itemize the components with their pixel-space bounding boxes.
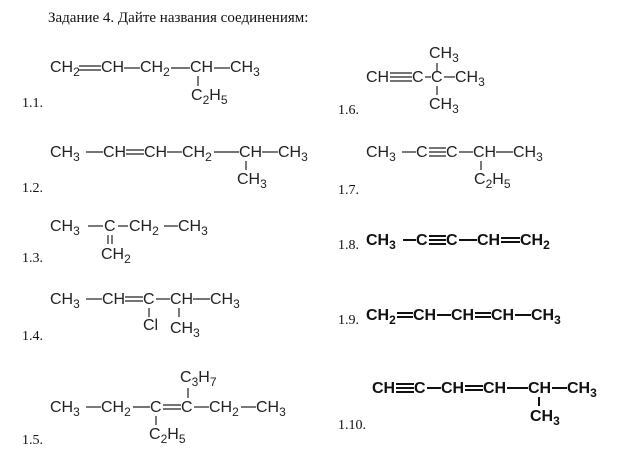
item-number-1-10: 1.10. [338,418,366,433]
svg-text:C: C [446,232,458,249]
svg-text:CH: CH [477,232,500,249]
svg-text:C2H5: C2H5 [191,87,228,107]
svg-text:CH: CH [190,59,213,76]
item-number-1-4: 1.4. [22,329,43,344]
svg-text:CH2: CH2 [366,307,396,327]
formula-1-8: CH3 C C CH CH2 [366,232,550,252]
svg-text:CH3: CH3 [237,171,267,191]
svg-text:CH3: CH3 [278,144,308,164]
svg-text:CH3: CH3 [210,291,240,311]
svg-text:CH3: CH3 [256,399,286,419]
svg-text:CH2: CH2 [129,218,159,238]
svg-text:C2H5: C2H5 [474,171,511,191]
svg-text:C: C [104,218,116,235]
svg-text:CH: CH [103,144,126,161]
svg-text:CH: CH [483,380,506,397]
formula-1-2: CH3 CH CH CH2 CH CH3 CH3 [50,144,308,191]
svg-text:C: C [446,144,458,161]
svg-text:CH3: CH3 [50,399,80,419]
item-number-1-9: 1.9. [338,313,359,328]
svg-text:CH: CH [101,59,124,76]
svg-text:CH3: CH3 [567,380,597,400]
svg-text:C: C [431,69,443,86]
svg-text:CH: CH [170,291,193,308]
svg-text:C: C [412,69,424,86]
svg-text:CH: CH [239,144,262,161]
svg-text:C: C [150,399,162,416]
svg-text:CH3: CH3 [429,45,459,65]
svg-text:CH2: CH2 [50,59,80,79]
svg-text:CH3: CH3 [530,408,560,428]
svg-text:C: C [416,232,428,249]
svg-text:CH: CH [413,307,436,324]
svg-text:CH3: CH3 [170,320,200,340]
svg-text:C: C [416,144,428,161]
formula-1-10: CH C CH CH CH CH3 CH3 [372,380,597,428]
svg-text:CH3: CH3 [50,144,80,164]
svg-text:CH3: CH3 [513,144,543,164]
item-number-1-7: 1.7. [338,183,359,198]
svg-text:CH: CH [144,144,167,161]
svg-text:CH2: CH2 [101,246,131,266]
svg-text:CH: CH [491,307,514,324]
svg-text:CH2: CH2 [182,144,212,164]
svg-text:C2H5: C2H5 [149,426,186,446]
svg-text:CH: CH [473,144,496,161]
svg-text:C: C [414,380,426,397]
svg-text:C: C [143,291,155,308]
formula-1-7: CH3 C C CH CH3 C2H5 [366,144,543,191]
svg-text:CH3: CH3 [50,218,80,238]
svg-text:CH: CH [528,380,551,397]
svg-text:CH: CH [451,307,474,324]
item-number-1-2: 1.2. [22,181,43,196]
formula-1-1: CH2 CH CH2 CH CH3 C2H5 [50,59,260,107]
svg-text:C: C [181,399,193,416]
svg-text:CH: CH [441,380,464,397]
svg-text:CH3: CH3 [429,96,459,116]
svg-text:C3H7: C3H7 [180,369,217,389]
item-number-1-6: 1.6. [338,103,359,118]
svg-text:CH: CH [102,291,125,308]
formula-1-4: CH3 CH C CH CH3 Cl CH3 [50,291,240,340]
formula-1-3: CH3 C CH2 CH3 CH2 [50,218,208,266]
svg-text:CH2: CH2 [520,232,550,252]
svg-text:CH2: CH2 [209,399,239,419]
svg-text:CH2: CH2 [140,59,170,79]
svg-text:CH3: CH3 [178,218,208,238]
svg-text:CH3: CH3 [366,232,396,252]
svg-text:CH3: CH3 [366,144,396,164]
item-number-1-8: 1.8. [338,238,359,253]
task-title: Задание 4. Дайте названия соединениям: [48,10,309,26]
svg-text:CH: CH [366,69,389,86]
svg-text:CH2: CH2 [101,399,131,419]
svg-text:Cl: Cl [143,317,158,334]
svg-text:CH3: CH3 [455,69,485,89]
formula-1-6: CH3 CH C C CH3 CH3 [366,45,485,116]
formula-1-5: C3H7 CH3 CH2 C C CH2 CH3 C2H5 [50,369,286,446]
item-number-1-3: 1.3. [22,251,43,266]
svg-text:CH3: CH3 [531,307,561,327]
svg-text:CH3: CH3 [230,59,260,79]
item-number-1-5: 1.5. [22,433,43,448]
svg-text:CH3: CH3 [50,291,80,311]
item-number-1-1: 1.1. [22,96,43,111]
svg-text:CH: CH [372,380,395,397]
formula-1-9: CH2 CH CH CH CH3 [366,307,561,327]
